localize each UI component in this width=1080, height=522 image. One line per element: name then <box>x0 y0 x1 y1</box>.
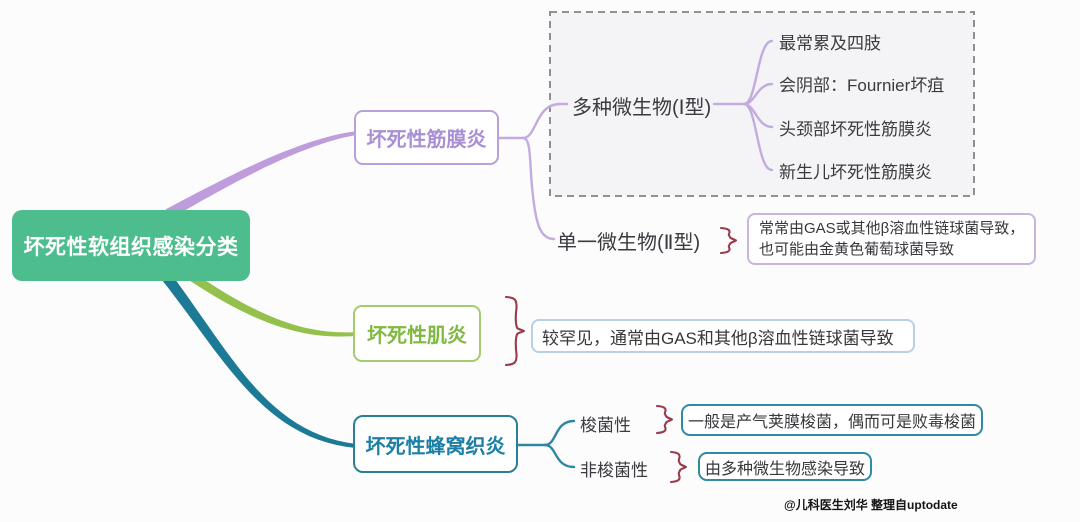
note-type2-line2: 也可能由金黄色葡萄球菌导致 <box>759 241 955 258</box>
edge-root-cellulitis <box>153 262 357 448</box>
type1-item-fournier: 会阴部：Fournier坏疽 <box>779 76 945 95</box>
edge-cellulitis-child-2 <box>543 443 576 469</box>
type1-item-limbs: 最常累及四肢 <box>779 34 881 53</box>
curly-brace-b_non <box>669 450 688 484</box>
type1-item-neonatal: 新生儿坏死性筋膜炎 <box>779 163 932 182</box>
branch-node-myositis-label: 坏死性肌炎 <box>367 325 467 347</box>
edge-root-myositis <box>182 268 358 337</box>
edge-root-fasciitis <box>165 131 358 219</box>
note-non-clostridial: 由多种微生物感染导致 <box>698 452 873 481</box>
edge-cellulitis-child-1 <box>543 419 576 447</box>
note-non-clostridial-text: 由多种微生物感染导致 <box>705 460 866 478</box>
edge-fasciitis-child-2 <box>521 136 556 241</box>
branch-node-fasciitis: 坏死性筋膜炎 <box>354 110 499 165</box>
note-clostridial-text: 一般是产气荚膜梭菌，偶而可是败毒梭菌 <box>688 414 977 431</box>
note-type2-line1: 常常由GAS或其他β溶血性链球菌导致， <box>759 220 1025 237</box>
branch-node-fasciitis-label: 坏死性筋膜炎 <box>366 129 487 151</box>
curly-brace-b_clo <box>655 404 674 435</box>
type1-item-head-neck: 头颈部坏死性筋膜炎 <box>779 120 932 139</box>
note-myositis-text: 较罕见，通常由GAS和其他β溶血性链球菌导致 <box>542 328 894 348</box>
curly-brace-b_type2 <box>719 226 738 255</box>
branch-node-cellulitis: 坏死性蜂窝织炎 <box>353 415 518 473</box>
root-node-label: 坏死性软组织感染分类 <box>23 235 239 259</box>
note-clostridial: 一般是产气荚膜梭菌，偶而可是败毒梭菌 <box>681 404 984 436</box>
child-label-non-clostridial: 非梭菌性 <box>580 461 648 480</box>
child-label-clostridial: 梭菌性 <box>580 416 631 435</box>
watermark-credit: @儿科医生刘华 整理自uptodate <box>784 498 958 512</box>
curly-brace-b_myo <box>504 295 526 367</box>
type1-group-panel <box>549 11 975 197</box>
edge-fasciitis-child-1 <box>521 102 569 140</box>
edge-fasciitis-child-7 <box>742 102 774 172</box>
child-label-polymicrobial-type1: 多种微生物(Ⅰ型) <box>572 97 712 119</box>
branch-node-myositis: 坏死性肌炎 <box>353 305 481 362</box>
note-myositis: 较罕见，通常由GAS和其他β溶血性链球菌导致 <box>531 319 915 353</box>
note-type2: 常常由GAS或其他β溶血性链球菌导致， 也可能由金黄色葡萄球菌导致 <box>747 213 1037 265</box>
branch-node-cellulitis-label: 坏死性蜂窝织炎 <box>365 435 506 458</box>
child-label-monomicrobial-type2: 单一微生物(Ⅱ型) <box>557 232 701 254</box>
root-node: 坏死性软组织感染分类 <box>12 210 250 281</box>
